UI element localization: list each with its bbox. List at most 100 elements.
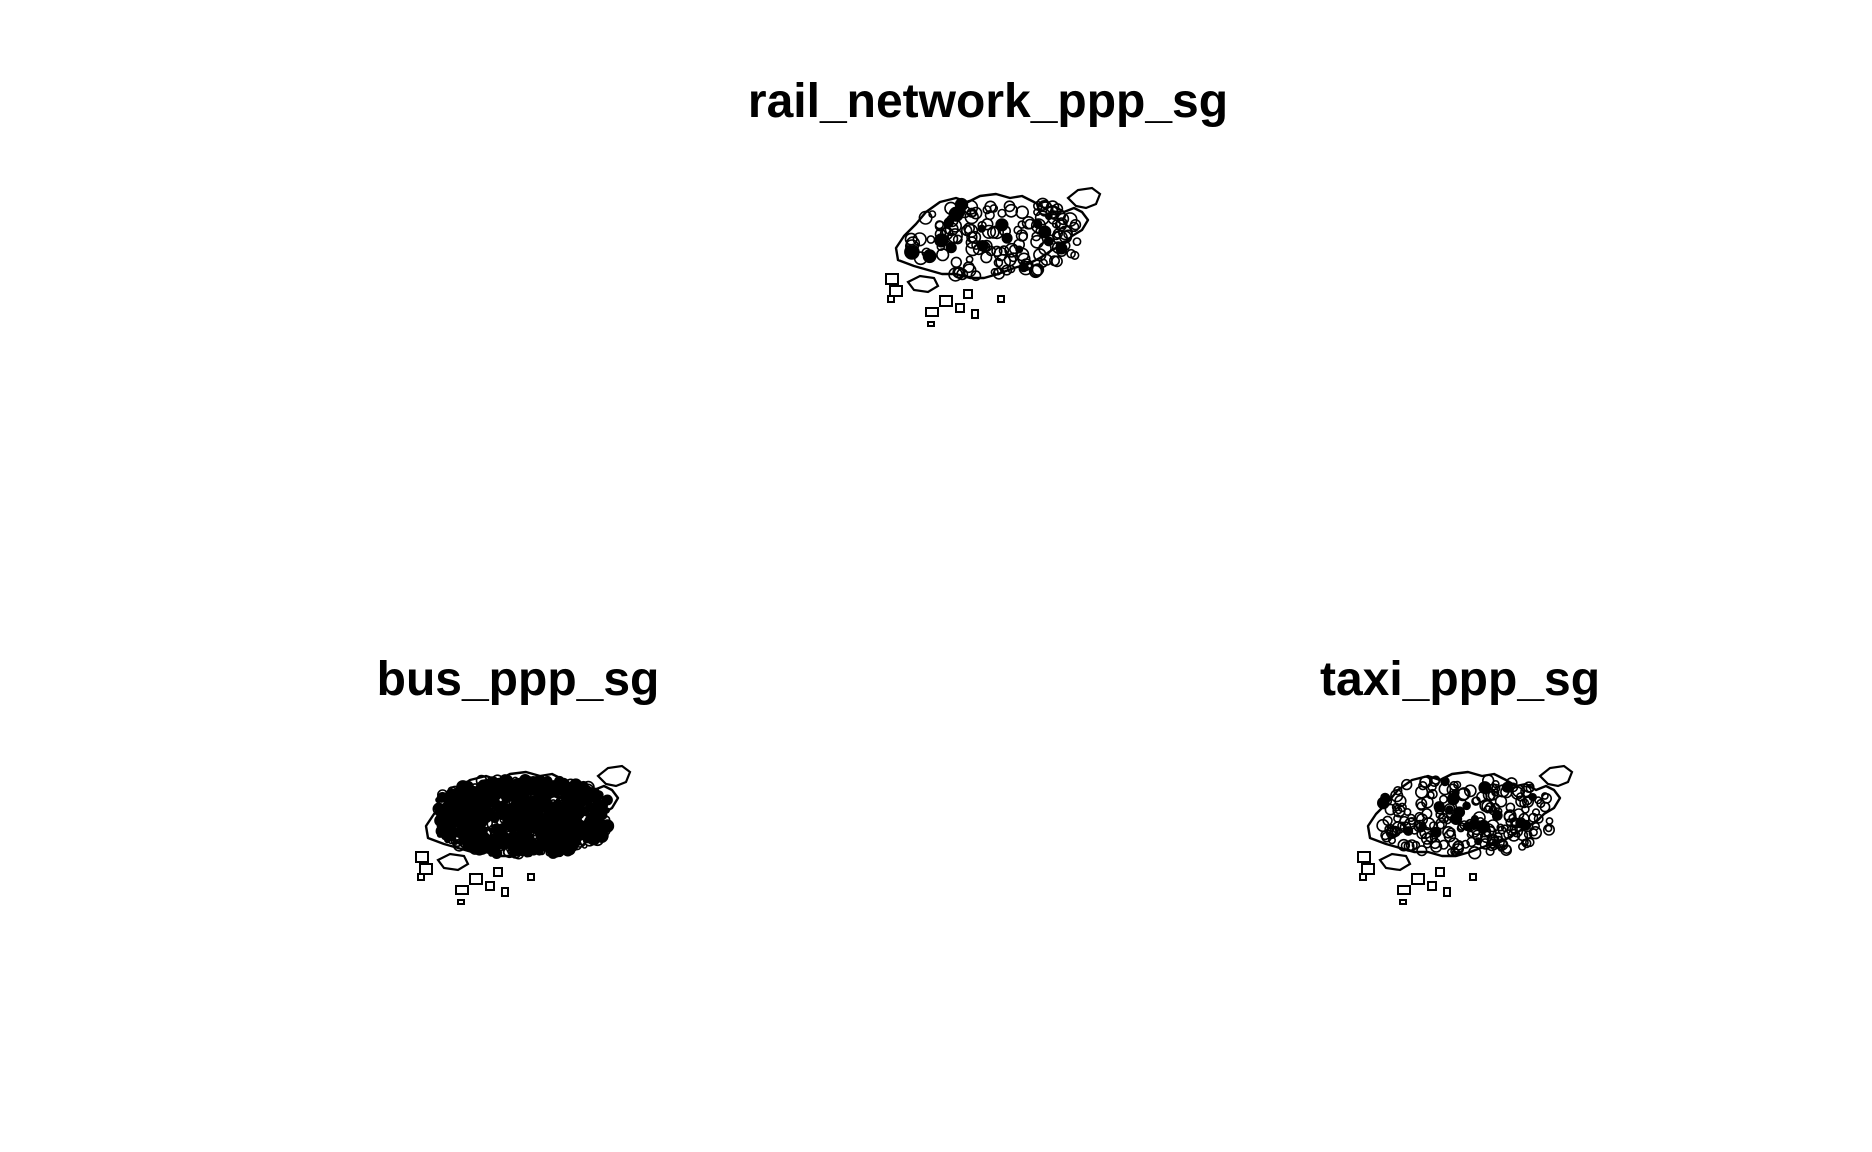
point-marker	[455, 796, 465, 806]
point-marker	[1394, 806, 1403, 815]
islet-outline	[927, 321, 935, 327]
point-marker	[990, 225, 1005, 240]
point-marker	[453, 819, 464, 829]
point-marker	[463, 783, 475, 794]
point-marker	[1462, 801, 1471, 811]
point-marker	[533, 797, 542, 805]
point-marker	[1440, 776, 1450, 787]
point-marker	[1449, 812, 1463, 825]
point-marker	[568, 788, 580, 799]
point-marker	[1030, 218, 1047, 234]
point-marker	[1033, 200, 1044, 211]
point-marker	[1393, 786, 1403, 796]
point-marker	[1521, 820, 1531, 830]
point-marker	[1487, 834, 1500, 847]
point-marker	[1069, 218, 1082, 231]
point-marker	[962, 199, 979, 215]
point-marker	[1522, 795, 1535, 808]
point-marker	[522, 837, 533, 848]
point-marker	[1446, 827, 1456, 838]
point-marker	[1448, 789, 1460, 801]
point-marker	[1443, 829, 1457, 843]
map-rail-network	[885, 186, 1102, 327]
point-marker	[488, 833, 497, 843]
islet-outline	[457, 899, 465, 905]
point-marker	[912, 232, 927, 247]
point-marker	[964, 223, 979, 238]
point-marker	[546, 831, 560, 845]
islet-outline	[1469, 873, 1477, 881]
point-marker	[452, 839, 459, 846]
point-marker	[1018, 262, 1029, 273]
pulau-tekong-outline	[596, 764, 632, 788]
islet-outline	[485, 881, 495, 891]
point-marker	[500, 799, 507, 806]
islet-outline	[493, 867, 503, 877]
point-marker	[1400, 778, 1413, 791]
point-marker	[552, 849, 560, 857]
point-marker	[1415, 797, 1428, 810]
point-marker	[1489, 783, 1498, 791]
main-island-outline	[1366, 770, 1562, 858]
point-marker	[509, 838, 521, 851]
point-marker	[1051, 255, 1063, 268]
point-marker	[993, 267, 1002, 276]
point-marker	[1494, 795, 1508, 808]
islet-outline	[1357, 851, 1371, 863]
islet-outline	[501, 887, 509, 897]
islet-outline	[889, 285, 903, 297]
point-marker	[536, 775, 547, 786]
point-marker	[1382, 815, 1393, 827]
point-marker	[936, 242, 946, 251]
point-marker	[505, 835, 515, 845]
point-marker	[1038, 258, 1048, 268]
point-marker	[1471, 796, 1481, 806]
point-marker	[1523, 781, 1535, 794]
point-marker	[1430, 840, 1443, 853]
islet-outline	[1427, 881, 1437, 891]
point-marker	[1468, 846, 1482, 860]
point-marker	[1540, 792, 1549, 800]
point-marker	[1036, 197, 1050, 211]
point-marker	[1497, 844, 1506, 852]
point-marker	[1544, 824, 1553, 833]
point-marker	[926, 235, 936, 244]
point-marker	[1387, 836, 1396, 845]
point-marker	[490, 823, 503, 835]
point-marker	[1414, 785, 1429, 799]
islet-outline	[887, 295, 895, 303]
point-marker	[517, 776, 531, 790]
islet-outline	[1435, 867, 1445, 877]
map-bus	[415, 764, 632, 905]
point-marker	[1056, 246, 1068, 258]
point-marker	[1017, 220, 1027, 229]
point-marker	[476, 841, 485, 850]
point-marker	[435, 796, 442, 804]
point-marker	[950, 256, 963, 269]
point-pattern-rail	[904, 197, 1082, 282]
point-marker	[1394, 794, 1407, 808]
point-marker	[467, 819, 476, 828]
point-marker	[592, 800, 604, 812]
point-marker	[1531, 808, 1541, 817]
point-marker	[1437, 813, 1447, 822]
panel-title-bus: bus_ppp_sg	[376, 653, 660, 706]
point-marker	[1528, 812, 1539, 823]
islet-outline	[955, 303, 965, 313]
point-marker	[1416, 845, 1428, 857]
point-marker	[464, 842, 473, 850]
point-marker	[574, 800, 583, 809]
islet-outline	[971, 309, 979, 319]
point-marker	[962, 261, 975, 274]
point-marker	[1018, 231, 1028, 242]
point-marker	[981, 217, 994, 231]
point-pattern-taxi	[1376, 774, 1556, 860]
point-marker	[1539, 801, 1551, 813]
point-marker	[1419, 826, 1432, 840]
point-marker	[510, 788, 524, 803]
point-marker	[1521, 838, 1532, 849]
islet-outline	[997, 295, 1005, 303]
jurong-island-outline	[436, 852, 470, 872]
point-marker	[981, 224, 997, 239]
panel-rail-network: rail_network_ppp_sg	[708, 78, 1268, 438]
